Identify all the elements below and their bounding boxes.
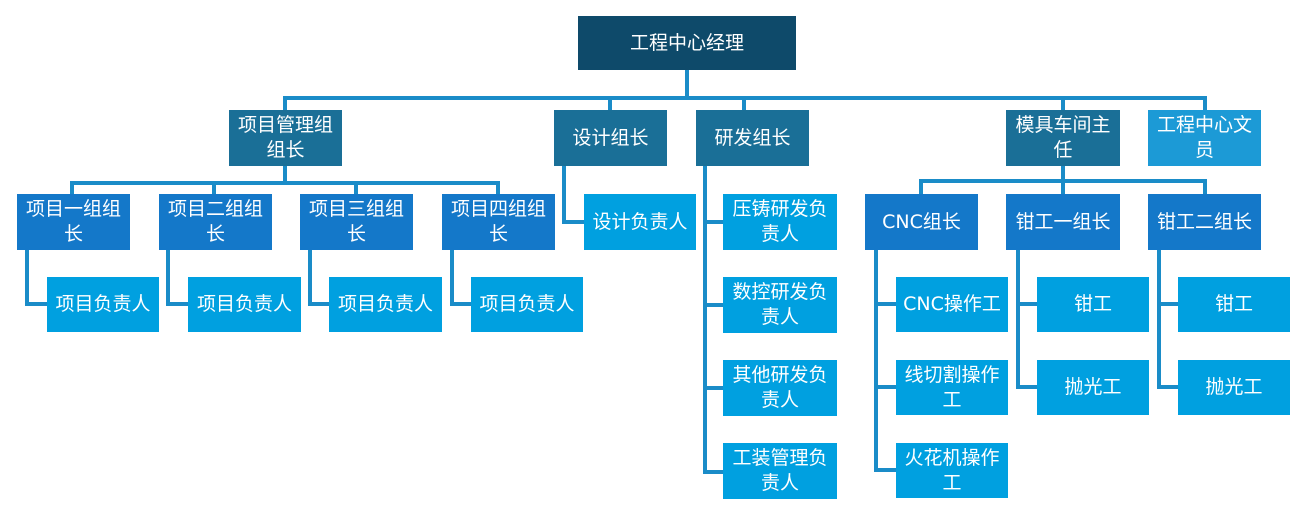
dept-mold[interactable]: 模具车间主任 — [1006, 110, 1120, 166]
project-group-2-leader[interactable]: 项目二组组长 — [159, 194, 272, 250]
rnd-member-tooling[interactable]: 工装管理负责人 — [723, 443, 837, 499]
fitter1-member-fitter[interactable]: 钳工 — [1037, 277, 1149, 332]
connector-cnc-to-members — [874, 248, 898, 472]
connector-rnd-to-members — [703, 164, 725, 474]
mold-group-fitter2-leader[interactable]: 钳工二组长 — [1148, 194, 1261, 250]
project-group-3-member[interactable]: 项目负责人 — [329, 277, 442, 332]
cnc-member-edm[interactable]: 火花机操作工 — [896, 443, 1008, 498]
project-group-4-member[interactable]: 项目负责人 — [471, 277, 583, 332]
connector-fitter2-to-members — [1157, 248, 1180, 389]
dept-rnd[interactable]: 研发组长 — [696, 110, 809, 166]
fitter2-member-fitter[interactable]: 钳工 — [1178, 277, 1290, 332]
fitter2-member-polisher[interactable]: 抛光工 — [1178, 360, 1290, 415]
project-group-1-member[interactable]: 项目负责人 — [47, 277, 159, 332]
connector-mold-to-groups — [919, 164, 1207, 196]
rnd-member-other[interactable]: 其他研发负责人 — [723, 360, 837, 416]
mold-group-fitter1-leader[interactable]: 钳工一组长 — [1006, 194, 1120, 250]
dept-project-mgmt[interactable]: 项目管理组组长 — [229, 110, 342, 166]
connector-root-to-departments — [283, 68, 1207, 112]
dept-clerk[interactable]: 工程中心文员 — [1148, 110, 1261, 166]
rnd-member-diecast[interactable]: 压铸研发负责人 — [723, 194, 837, 250]
connector-pm-to-groups — [70, 164, 500, 196]
dept-design[interactable]: 设计组长 — [554, 110, 667, 166]
connector-fitter1-to-members — [1016, 248, 1039, 389]
cnc-member-operator[interactable]: CNC操作工 — [896, 277, 1008, 332]
fitter1-member-polisher[interactable]: 抛光工 — [1037, 360, 1149, 415]
design-member[interactable]: 设计负责人 — [584, 194, 696, 250]
connector-design-to-member — [562, 164, 586, 224]
project-group-1-leader[interactable]: 项目一组组长 — [17, 194, 130, 250]
project-group-4-leader[interactable]: 项目四组组长 — [442, 194, 555, 250]
project-group-2-member[interactable]: 项目负责人 — [188, 277, 301, 332]
root-box[interactable]: 工程中心经理 — [578, 16, 796, 70]
connector-group-to-member — [25, 248, 473, 306]
mold-group-cnc-leader[interactable]: CNC组长 — [865, 194, 978, 250]
rnd-member-cnc[interactable]: 数控研发负责人 — [723, 277, 837, 333]
project-group-3-leader[interactable]: 项目三组组长 — [300, 194, 413, 250]
cnc-member-wire-cut[interactable]: 线切割操作工 — [896, 360, 1008, 415]
